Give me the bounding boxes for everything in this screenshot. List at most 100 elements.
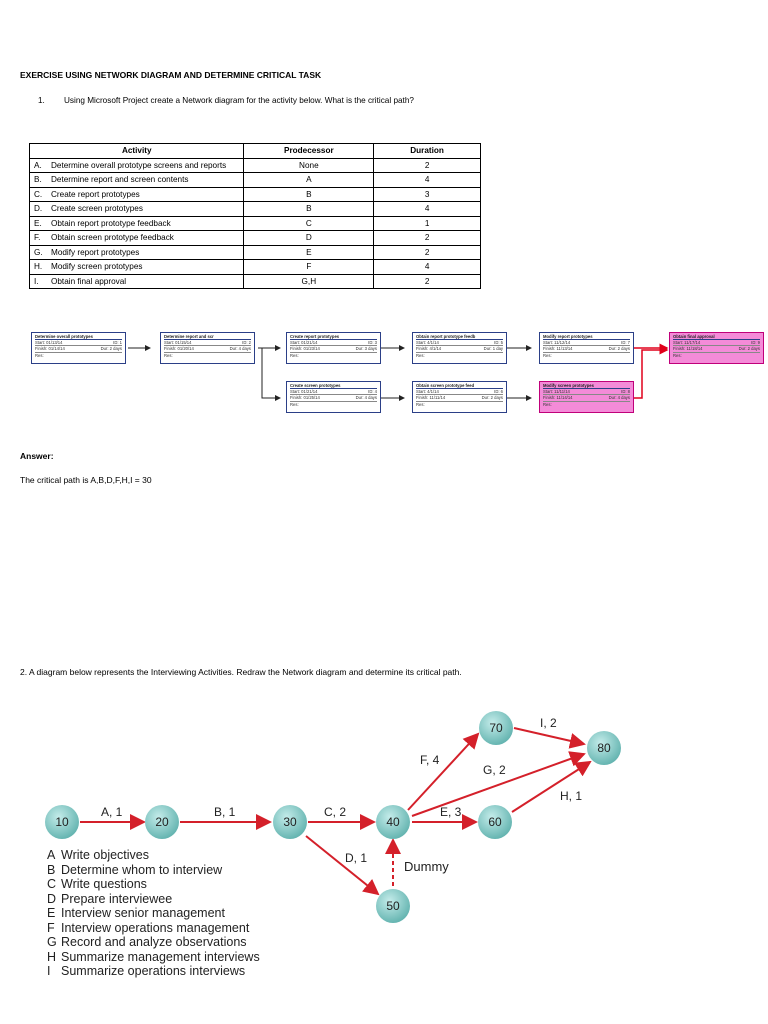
legend-item: E Interview senior management — [47, 906, 260, 921]
network-box-finish: Finish: 01/20/14 — [164, 346, 194, 352]
network-box-dur: Dur: 2 days — [608, 346, 630, 352]
network-box-title: Obtain final approval — [673, 334, 760, 341]
legend-key: E — [47, 906, 56, 920]
network-box-finish: Finish: 11/14/14 — [543, 395, 573, 401]
legend-text: Interview operations management — [61, 920, 250, 935]
network-box-res: Res: — [416, 352, 425, 358]
node-50 — [376, 889, 410, 923]
activity-cell: B. Determine report and screen contents — [28, 172, 245, 188]
network-box-dur: Dur: 4 days — [608, 395, 630, 401]
project-network-connectors — [128, 343, 669, 401]
legend-text: Record and analyze observations — [61, 935, 247, 949]
node-20 — [145, 805, 179, 839]
network-box-start: Start: 4/1/14 — [416, 340, 439, 346]
edge-f — [407, 732, 480, 811]
duration-cell: 4 — [373, 172, 481, 188]
legend-key: B — [47, 862, 56, 877]
activity-cell: A.Determine overall prototype screens an… — [28, 157, 245, 173]
legend-key: I — [47, 964, 51, 978]
network-box-title: Determine report and scr — [164, 334, 251, 341]
activity-cell: D.Create screen prototypes — [28, 201, 245, 217]
network-box-start: Start: 01/15/14 — [164, 340, 192, 346]
network-box-title: Determine overall prototypes — [35, 334, 122, 341]
node-70 — [479, 711, 513, 745]
legend-key: G — [47, 935, 57, 949]
network-box-finish: Finish: 01/25/14 — [290, 395, 320, 401]
network-box-title: Modify screen prototypes — [543, 383, 630, 390]
legend-text: Prepare interviewee — [61, 891, 173, 906]
network-box-dur: Dur: 1 day — [483, 346, 503, 352]
edge-g — [411, 751, 586, 817]
edge-h — [511, 760, 592, 813]
network-box-id: ID: 8 — [621, 389, 630, 395]
activity-name: Determine overall prototype screens and … — [51, 160, 227, 170]
activity-cell: E.Obtain report prototype feedback — [28, 215, 245, 231]
duration-cell: 2 — [373, 230, 481, 246]
activity-letter: G. — [34, 247, 43, 257]
network-box-dur: Dur: 2 days — [481, 395, 503, 401]
network-box-id: ID: 1 — [113, 340, 122, 346]
legend-text: Interview senior management — [61, 906, 225, 920]
predecessor-cell: F — [243, 259, 375, 275]
network-box-title: Create report prototypes — [290, 334, 377, 341]
interview-nodes — [45, 711, 621, 923]
question-2: 2. A diagram below represents the Interv… — [20, 667, 462, 677]
activity-letter: B. — [34, 175, 42, 184]
edge-label-h: H, 1 — [560, 789, 582, 803]
node-label-10: 10 — [55, 815, 69, 829]
network-box-start: Start: 01/21/14 — [290, 340, 318, 346]
network-box-start: Start: 4/1/14 — [416, 389, 439, 395]
node-60 — [478, 805, 512, 839]
interview-network-diagram: 10 20 30 40 50 60 70 80 A, 1 B, 1 C, 2 D… — [45, 711, 621, 923]
edge-d — [305, 835, 380, 896]
header-predecessor: Prodecessor — [243, 143, 375, 159]
network-box-res: Res: — [673, 352, 682, 358]
network-box-start: Start: 11/12/14 — [543, 340, 571, 346]
activity-cell: F.Obtain screen prototype feedback — [28, 230, 245, 246]
activity-name: Obtain final approval — [51, 276, 127, 286]
network-box-id: ID: 7 — [621, 340, 630, 346]
activity-name: Obtain report prototype feedback — [51, 218, 171, 228]
node-label-20: 20 — [155, 815, 169, 829]
network-box-res: Res: — [35, 352, 44, 358]
activity-name: Determine report and screen contents — [51, 175, 189, 184]
node-80 — [587, 731, 621, 765]
question-1-number: 1. — [38, 96, 45, 105]
legend-item: G Record and analyze observations — [47, 935, 260, 950]
document-heading: EXERCISE USING NETWORK DIAGRAM AND DETER… — [20, 70, 322, 80]
predecessor-cell: A — [243, 172, 375, 188]
duration-cell: 4 — [373, 259, 481, 275]
network-box-id: ID: 6 — [494, 389, 503, 395]
network-box-id: ID: 9 — [751, 340, 760, 346]
node-label-30: 30 — [283, 815, 297, 829]
network-box-dur: Dur: 4 days — [229, 346, 251, 352]
network-box-id: ID: 3 — [368, 340, 377, 346]
activity-cell: C.Create report prototypes — [28, 186, 245, 202]
network-box-finish: Finish: 11/11/14 — [416, 395, 446, 401]
edge-label-i: I, 2 — [540, 716, 557, 730]
dummy-label: Dummy — [404, 859, 449, 874]
duration-cell: 2 — [373, 244, 481, 260]
predecessor-cell: E — [243, 244, 375, 260]
network-box-res: Res: — [543, 401, 552, 407]
activity-name: Obtain screen prototype feedback — [51, 233, 174, 242]
network-box-res: Res: — [290, 401, 299, 407]
network-box-start: Start: 11/11/14 — [543, 389, 570, 395]
network-box-res: Res: — [416, 401, 425, 407]
network-box-id: ID: 5 — [494, 340, 503, 346]
